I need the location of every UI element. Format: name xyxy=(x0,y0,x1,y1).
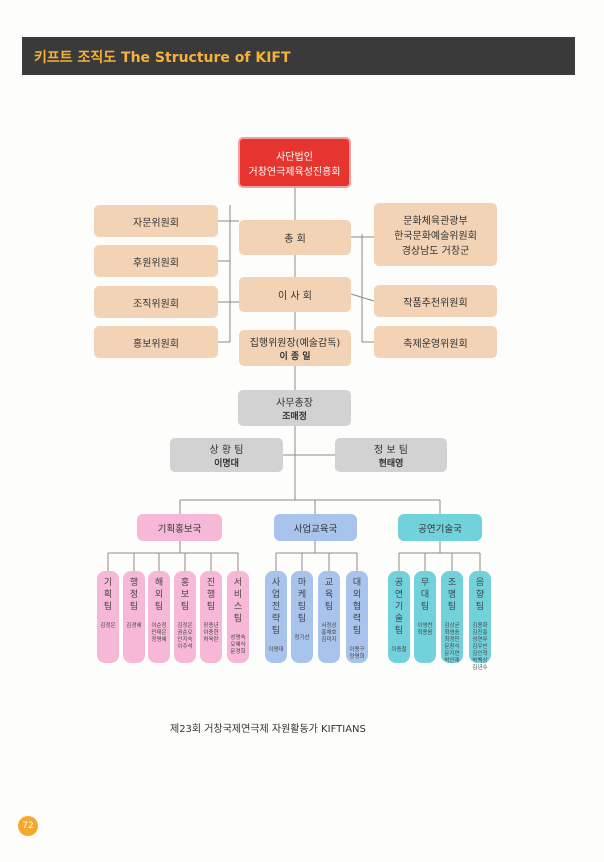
committee-pr: 홍보위원회 xyxy=(94,326,218,358)
committee-festival: 축제운영위원회 xyxy=(374,326,497,358)
unit-name: 진행팀 xyxy=(206,578,216,612)
page-number: 72 xyxy=(18,816,38,836)
unit-members: 이용구 양명희 xyxy=(349,647,365,660)
committee-organizing: 조직위원회 xyxy=(94,286,218,318)
top-organization-box: 사단법인 거창연극제육성진흥회 xyxy=(238,137,351,188)
board-box: 이 사 회 xyxy=(239,277,351,312)
header-title: 키프트 조직도 The Structure of KIFT xyxy=(34,50,291,66)
unit-members: 정기선 xyxy=(294,635,310,641)
committee-sponsor: 후원위원회 xyxy=(94,245,218,277)
header-bar: 키프트 조직도 The Structure of KIFT xyxy=(22,37,575,75)
org-type: 사단법인 xyxy=(276,151,313,163)
unit-name: 해외팀 xyxy=(154,578,164,612)
unit-members: 김경혜 xyxy=(126,623,142,629)
general-assembly-label: 총 회 xyxy=(284,234,306,245)
unit-name: 마케팅팀 xyxy=(297,578,307,624)
unit-members: 김용화 김진홍 성연무 김우빈 김인혁 박백상 김년수 xyxy=(472,623,488,671)
department-label: 기획홍보국 xyxy=(157,523,202,535)
committee-selection: 작품추천위원회 xyxy=(374,285,497,317)
unit-name: 교육팀 xyxy=(324,578,334,612)
department-planning-pr: 기획홍보국 xyxy=(137,514,222,541)
secretary-name: 조매정 xyxy=(282,412,307,422)
unit-members: 김정은 xyxy=(100,623,116,629)
secretary-general-box: 사무총장 조매정 xyxy=(238,390,351,426)
unit-members: 이종철 xyxy=(391,647,407,653)
unit-name: 행정팀 xyxy=(129,578,139,612)
team-leader: 현태영 xyxy=(378,459,404,469)
unit-members: 이영찬 최용음 xyxy=(417,623,433,636)
director-name: 이 종 일 xyxy=(279,352,311,362)
org-name: 거창연극제육성진흥회 xyxy=(248,166,341,178)
unit-name: 조명팀 xyxy=(447,578,457,612)
committee-label: 자문위원회 xyxy=(133,217,179,229)
unit-name: 사업전략팀 xyxy=(271,578,281,636)
unit-members: 서정상 홍채호 김미지 xyxy=(321,623,337,643)
caption: 제23회 거창국제연극제 자원활동가 KIFTIANS xyxy=(170,724,366,735)
director-box: 집행위원장(예술감독) 이 종 일 xyxy=(239,330,351,366)
board-label: 이 사 회 xyxy=(278,291,312,302)
team-title: 상 황 팀 xyxy=(209,445,244,456)
department-label: 사업교육국 xyxy=(293,523,338,535)
sponsor-item: 한국문화예술위원회 xyxy=(394,231,477,242)
team-situation-box: 상 황 팀 이명대 xyxy=(170,438,283,472)
unit-name: 대외협력팀 xyxy=(352,578,362,636)
unit-name: 기획팀 xyxy=(103,578,113,612)
department-label: 공연기술국 xyxy=(418,523,462,535)
sponsor-item: 경상남도 거창군 xyxy=(401,246,470,257)
sponsor-item: 문화체육관광부 xyxy=(403,216,468,227)
unit-members: 이순정 민태은 정명혜 xyxy=(151,623,167,643)
unit-members: 성명숙 오혜식 문경희 xyxy=(230,635,246,655)
unit-name: 홍보팀 xyxy=(180,578,190,612)
unit-members: 이명대 xyxy=(268,647,284,653)
committee-label: 작품추천위원회 xyxy=(403,297,468,309)
director-title: 집행위원장(예술감독) xyxy=(249,338,341,349)
unit-name: 무대팀 xyxy=(420,578,430,612)
unit-name: 음향팀 xyxy=(475,578,485,612)
unit-members: 김정은 권순오 안지숙 이주석 xyxy=(177,623,193,650)
committee-label: 홍보위원회 xyxy=(133,338,179,350)
unit-name: 공연기술팀 xyxy=(394,578,404,636)
secretary-title: 사무총장 xyxy=(276,398,313,409)
unit-name: 서비스팀 xyxy=(233,578,243,624)
department-business-education: 사업교육국 xyxy=(274,514,357,541)
unit-members: 장종년 이충현 허욱란 xyxy=(203,623,219,643)
committee-label: 조직위원회 xyxy=(133,298,179,310)
team-info-box: 정 보 팀 현태영 xyxy=(335,438,447,472)
general-assembly-box: 총 회 xyxy=(239,220,351,255)
team-leader: 이명대 xyxy=(214,459,239,469)
team-title: 정 보 팀 xyxy=(374,445,408,456)
sponsors-box: 문화체육관광부 한국문화예술위원회 경상남도 거창군 xyxy=(374,203,497,266)
department-performance-tech: 공연기술국 xyxy=(398,514,482,541)
committee-label: 축제운영위원회 xyxy=(403,338,468,350)
unit-members: 김상균 최영송 최정민 문창식 문지연 박인재 xyxy=(444,623,460,664)
committee-advisory: 자문위원회 xyxy=(94,205,218,237)
committee-label: 후원위원회 xyxy=(133,257,179,269)
